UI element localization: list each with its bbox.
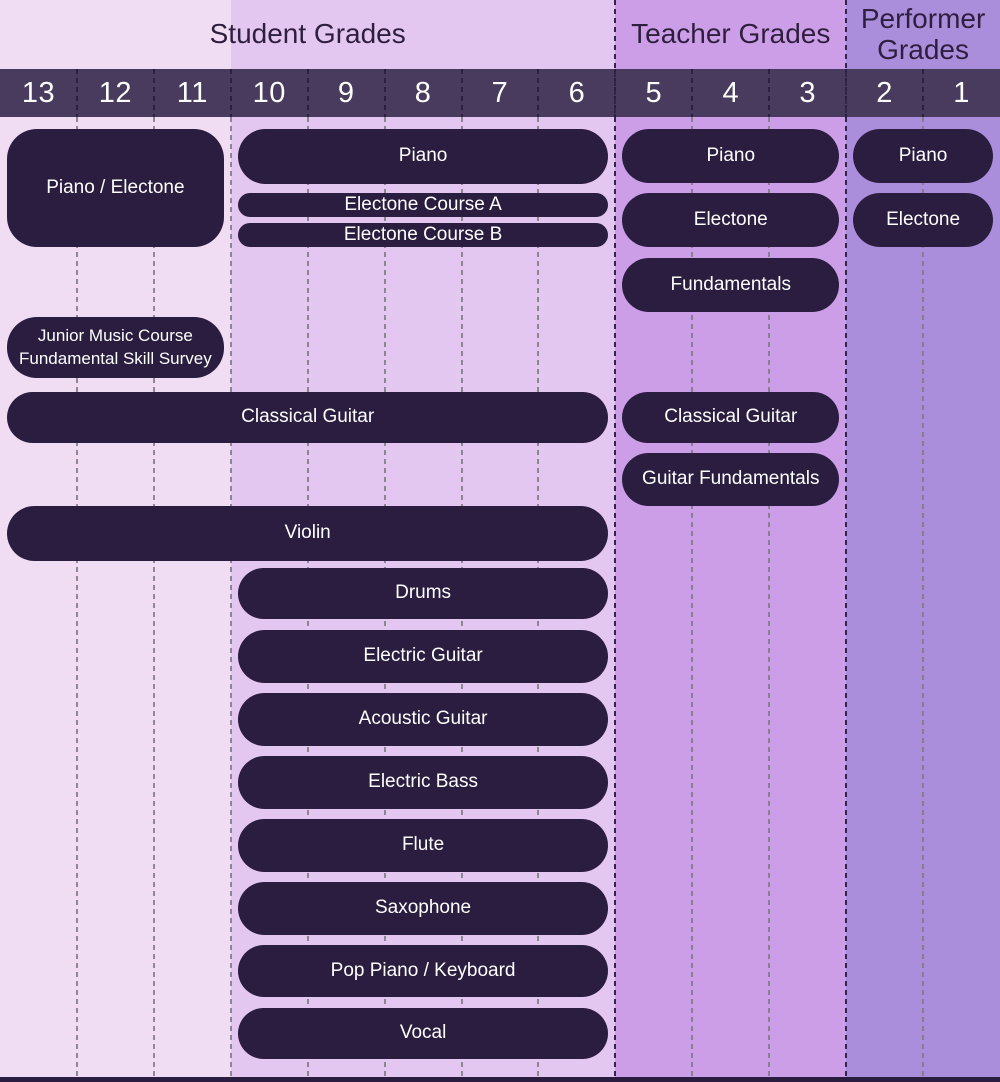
grade-bar-tick — [691, 69, 694, 117]
group-divider — [614, 0, 617, 1082]
course-pill-student-drums: Drums — [237, 568, 609, 619]
grade-label-9: 9 — [337, 76, 355, 109]
course-pill-student-pop-piano-keyboard: Pop Piano / Keyboard — [237, 945, 609, 997]
course-pill-teacher-guitar-fundamentals: Guitar Fundamentals — [622, 453, 840, 506]
course-pill-student-piano-electone: Piano / Electone — [7, 129, 224, 247]
course-pill-student-vocal: Vocal — [237, 1008, 609, 1059]
grade-number-bar: 13 12 11 10 9 8 7 6 5 4 3 2 1 — [0, 69, 1000, 117]
course-pill-student-electone-course-b: Electone Course B — [237, 223, 609, 247]
grade-bar-tick — [460, 69, 463, 117]
course-pill-student-saxophone: Saxophone — [237, 882, 609, 935]
gridline — [152, 117, 155, 1077]
gridline — [75, 117, 78, 1077]
course-pill-performer-piano: Piano — [853, 129, 993, 183]
grade-label-11: 11 — [176, 76, 208, 109]
teacher-grades-title: Teacher Grades — [631, 18, 831, 50]
course-pill-student-electric-bass: Electric Bass — [237, 756, 609, 809]
group-divider — [845, 0, 848, 1082]
student-grades-title: Student Grades — [209, 18, 406, 50]
grade-label-10: 10 — [252, 76, 286, 109]
performer-grades-title: Performer Grades — [860, 3, 986, 65]
grade-bar-tick — [75, 69, 78, 117]
bottom-bar — [0, 1077, 1000, 1082]
course-pill-line: Fundamental Skill Survey — [19, 348, 212, 368]
course-pill-student-acoustic-guitar: Acoustic Guitar — [237, 693, 609, 746]
grade-bar-tick — [152, 69, 155, 117]
grade-label-13: 13 — [21, 76, 56, 109]
course-pill-student-piano: Piano — [237, 129, 609, 184]
grade-label-7: 7 — [491, 76, 509, 109]
grade-bar-tick — [383, 69, 386, 117]
grade-bar-tick — [768, 69, 771, 117]
course-pill-teacher-electone: Electone — [622, 193, 840, 247]
grade-label-8: 8 — [414, 76, 432, 109]
course-pill-teacher-classical-guitar: Classical Guitar — [622, 392, 840, 443]
gridline — [691, 117, 694, 1077]
gridline — [229, 117, 232, 1077]
course-pill-student-classical-guitar: Classical Guitar — [7, 392, 609, 443]
grade-label-1: 1 — [953, 76, 970, 109]
course-pill-student-electone-course-a: Electone Course A — [237, 193, 609, 217]
course-pill-student-violin: Violin — [7, 506, 609, 561]
gridline — [768, 117, 771, 1077]
grade-label-5: 5 — [645, 76, 663, 109]
grade-label-2: 2 — [876, 76, 893, 109]
gridline — [922, 117, 925, 1077]
course-pill-performer-electone: Electone — [853, 193, 993, 247]
grade-bar-tick — [229, 69, 232, 117]
grade-label-6: 6 — [568, 76, 586, 109]
course-pill-teacher-fundamentals: Fundamentals — [622, 258, 840, 312]
course-pill-student-flute: Flute — [237, 819, 609, 872]
course-pill-teacher-piano: Piano — [622, 129, 840, 183]
grade-bar-tick — [306, 69, 309, 117]
course-pill-student-electric-guitar: Electric Guitar — [237, 630, 609, 683]
course-pill-line: Junior Music Course — [37, 326, 193, 346]
grade-bar-tick — [922, 69, 925, 117]
grade-bar-tick — [537, 69, 540, 117]
grade-label-4: 4 — [722, 76, 740, 109]
grade-label-12: 12 — [98, 76, 133, 109]
grade-label-3: 3 — [799, 76, 816, 109]
